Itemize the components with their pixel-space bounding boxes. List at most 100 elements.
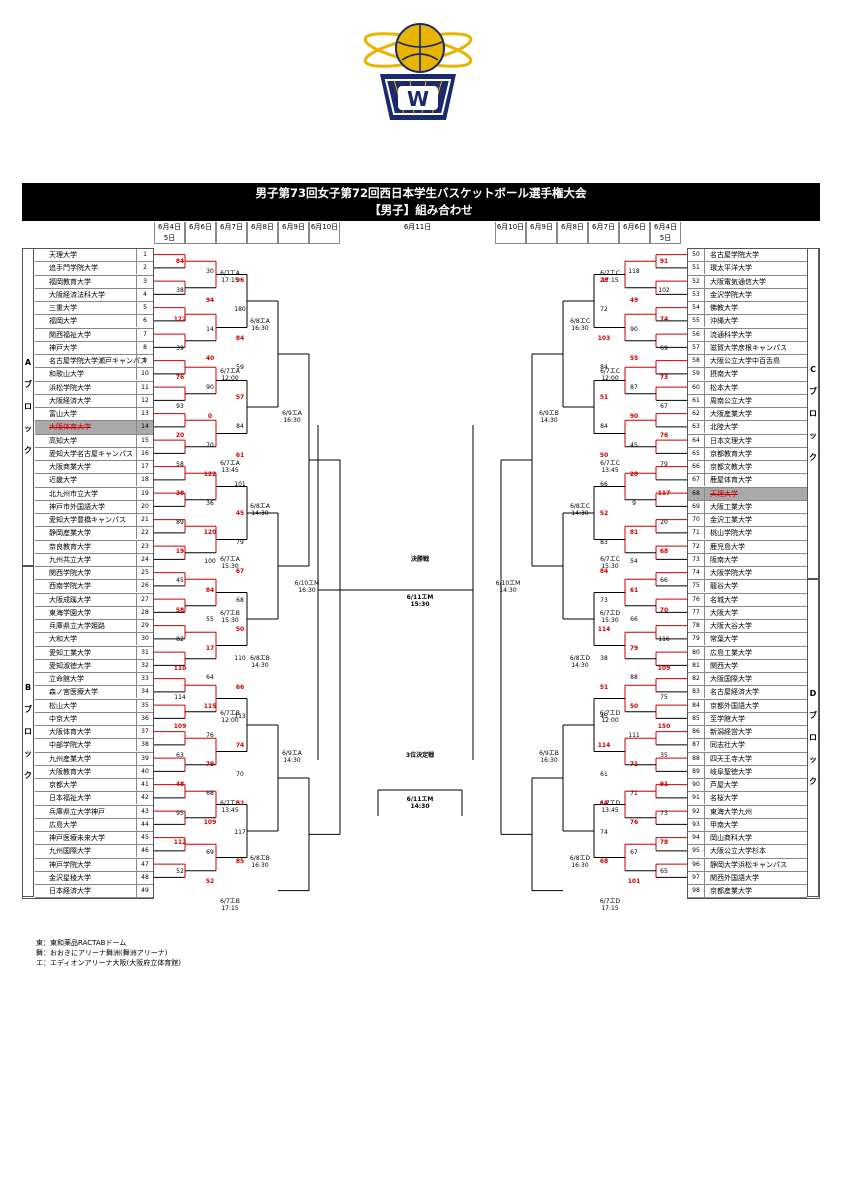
score: 122 bbox=[203, 470, 217, 478]
team-number: 89 bbox=[688, 765, 705, 778]
team-name: 大阪体育大学 bbox=[49, 728, 91, 736]
score: 84 bbox=[175, 258, 185, 265]
team-name: 奈良教育大学 bbox=[49, 542, 91, 551]
score: 84 bbox=[599, 567, 609, 575]
round3-time: 6/9エB 16:30 bbox=[539, 750, 559, 764]
team-name: 兵庫県立大学姫路 bbox=[49, 622, 105, 630]
block-char: A bbox=[24, 358, 32, 367]
score: 48 bbox=[175, 780, 185, 788]
team-number: 51 bbox=[688, 262, 705, 275]
round3-time: 6/9エA 16:30 bbox=[282, 410, 302, 424]
date-cell: 6月4日 5日 bbox=[650, 222, 681, 244]
round1-time: 6/7エA 17:15 bbox=[220, 270, 240, 284]
team-number: 9 bbox=[136, 355, 153, 367]
team-number: 42 bbox=[136, 792, 153, 805]
score: 82 bbox=[176, 635, 184, 643]
score: 79 bbox=[660, 461, 668, 469]
block-char: ッ bbox=[24, 424, 32, 433]
block-char: ッ bbox=[24, 748, 32, 758]
score: 70 bbox=[659, 606, 669, 614]
team-number: 39 bbox=[136, 752, 153, 765]
score: 79 bbox=[236, 538, 244, 546]
date-cell: 6月10日 bbox=[309, 222, 340, 244]
score: 28 bbox=[599, 277, 609, 285]
date-cell: 6月4日 5日 bbox=[154, 222, 185, 244]
score: 73 bbox=[600, 596, 608, 604]
team-number: 96 bbox=[688, 858, 705, 871]
score: 68 bbox=[236, 596, 244, 604]
score: 84 bbox=[600, 422, 608, 430]
team-name: 中京大学 bbox=[49, 714, 77, 723]
team-number: 82 bbox=[688, 673, 705, 685]
score: 74 bbox=[235, 742, 245, 750]
round3-time: 6/9エA 14:30 bbox=[282, 750, 302, 764]
third-place-label: 3位決定戦 bbox=[405, 752, 435, 759]
team-number: 85 bbox=[688, 712, 705, 725]
team-name: 京都大学 bbox=[49, 781, 77, 789]
team-name: 鹿児島大学 bbox=[710, 542, 745, 551]
team-name: 名古屋経済大学 bbox=[710, 688, 759, 697]
team-number: 56 bbox=[688, 328, 705, 341]
block-char: ク bbox=[809, 777, 817, 787]
team-name: 中部学院大学 bbox=[49, 741, 91, 750]
team-name: 東海学園大学 bbox=[49, 608, 91, 617]
score: 114 bbox=[597, 625, 611, 633]
team-name: 大阪経済法科大学 bbox=[49, 290, 105, 299]
team-number: 84 bbox=[688, 699, 705, 712]
score: 19 bbox=[175, 548, 185, 556]
team-name: 四天王寺大学 bbox=[710, 754, 752, 763]
team-name: 北九州市立大学 bbox=[49, 489, 98, 498]
score: 68 bbox=[599, 858, 609, 866]
team-number: 52 bbox=[688, 275, 705, 288]
team-name: 関西福祉大学 bbox=[49, 330, 91, 339]
score: 76 bbox=[206, 732, 214, 740]
team-number: 64 bbox=[688, 434, 705, 447]
round1-time: 6/7エC 13:45 bbox=[600, 460, 620, 474]
score: 55 bbox=[206, 616, 214, 624]
team-name: 滋賀大学彦根キャンパス bbox=[710, 343, 787, 352]
score: 76 bbox=[175, 374, 185, 382]
team-name: 近畿大学 bbox=[49, 476, 77, 485]
score: 73 bbox=[659, 374, 669, 382]
team-name: 関西外国語大学 bbox=[710, 873, 759, 882]
team-number: 91 bbox=[688, 792, 705, 805]
score: 35 bbox=[660, 751, 668, 759]
team-name: 西南学院大学 bbox=[49, 582, 91, 591]
score: 73 bbox=[660, 809, 668, 817]
team-number: 69 bbox=[688, 500, 705, 513]
team-name: 浜松学院大学 bbox=[49, 383, 91, 392]
team-name: 天理大学 bbox=[49, 251, 77, 259]
score: 85 bbox=[235, 858, 245, 866]
team-name: 愛知淑徳大学 bbox=[49, 661, 91, 670]
score: 66 bbox=[235, 683, 245, 691]
team-name: 名城大学 bbox=[710, 595, 738, 604]
round2-time: 6/8エB 16:30 bbox=[250, 855, 270, 869]
date-cell: 6月8日 bbox=[557, 222, 588, 244]
score: 65 bbox=[660, 867, 668, 875]
score: 51 bbox=[599, 683, 609, 691]
score: 66 bbox=[630, 616, 638, 624]
score: 84 bbox=[600, 364, 608, 372]
date-cell: 6月10日 bbox=[495, 222, 526, 244]
score: 61 bbox=[629, 587, 639, 595]
team-number: 41 bbox=[136, 779, 153, 791]
score: 117 bbox=[657, 490, 671, 498]
